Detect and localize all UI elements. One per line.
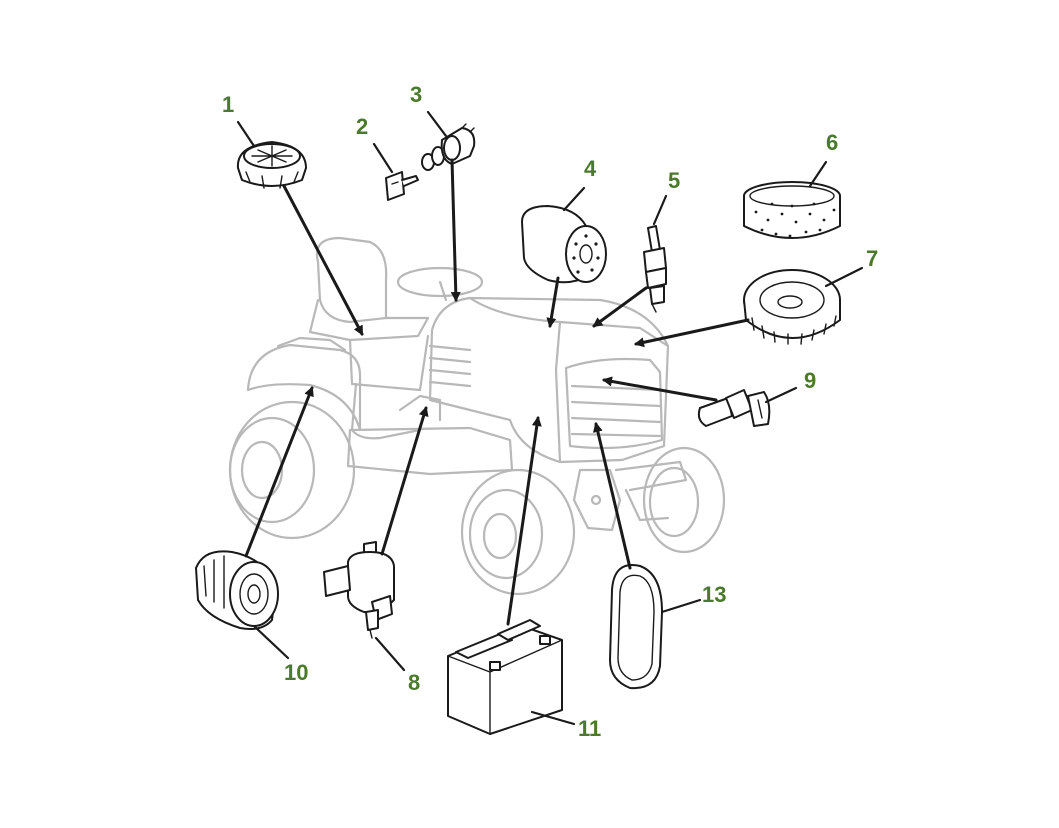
- pointer-arrows: [244, 158, 750, 626]
- callout-13: 13: [702, 582, 726, 607]
- fuel-cap-part: [236, 141, 307, 189]
- callout-8: 8: [408, 670, 420, 695]
- callout-1: 1: [222, 92, 234, 117]
- spark-plug-part: [643, 225, 667, 313]
- callout-6: 6: [826, 130, 838, 155]
- oil-filter-part: [195, 550, 279, 630]
- battery-part: [447, 619, 563, 735]
- arrow-13: [592, 422, 632, 570]
- air-filter-part: [743, 269, 841, 345]
- ignition-switch-part: [421, 123, 476, 171]
- arrow-8: [380, 406, 429, 556]
- filter-canister-part: [521, 205, 607, 284]
- fuel-filter-part: [323, 541, 395, 639]
- leader-lines: [236, 110, 864, 726]
- foam-precleaner-part: [743, 181, 841, 239]
- callout-numbers: 1 2 3 4 5 6 7 8 9 10 11 13: [222, 82, 878, 741]
- arrow-3: [450, 158, 461, 302]
- tractor-illustration: [228, 236, 726, 596]
- ignition-key-part: [385, 171, 419, 201]
- callout-7: 7: [866, 246, 878, 271]
- callout-4: 4: [584, 156, 597, 181]
- drive-belt-part: [609, 564, 663, 690]
- arrow-11: [506, 416, 542, 626]
- callout-9: 9: [804, 368, 816, 393]
- arrow-5: [592, 286, 648, 328]
- arrow-10: [244, 386, 314, 558]
- callout-10: 10: [284, 660, 308, 685]
- callout-5: 5: [668, 168, 680, 193]
- callout-3: 3: [410, 82, 422, 107]
- callout-11: 11: [578, 716, 601, 741]
- arrow-7: [634, 318, 750, 348]
- arrow-1: [282, 184, 364, 336]
- arrow-9: [602, 376, 718, 402]
- arrow-4: [546, 276, 560, 328]
- headlight-bulb-part: [697, 389, 771, 427]
- callout-2: 2: [356, 114, 368, 139]
